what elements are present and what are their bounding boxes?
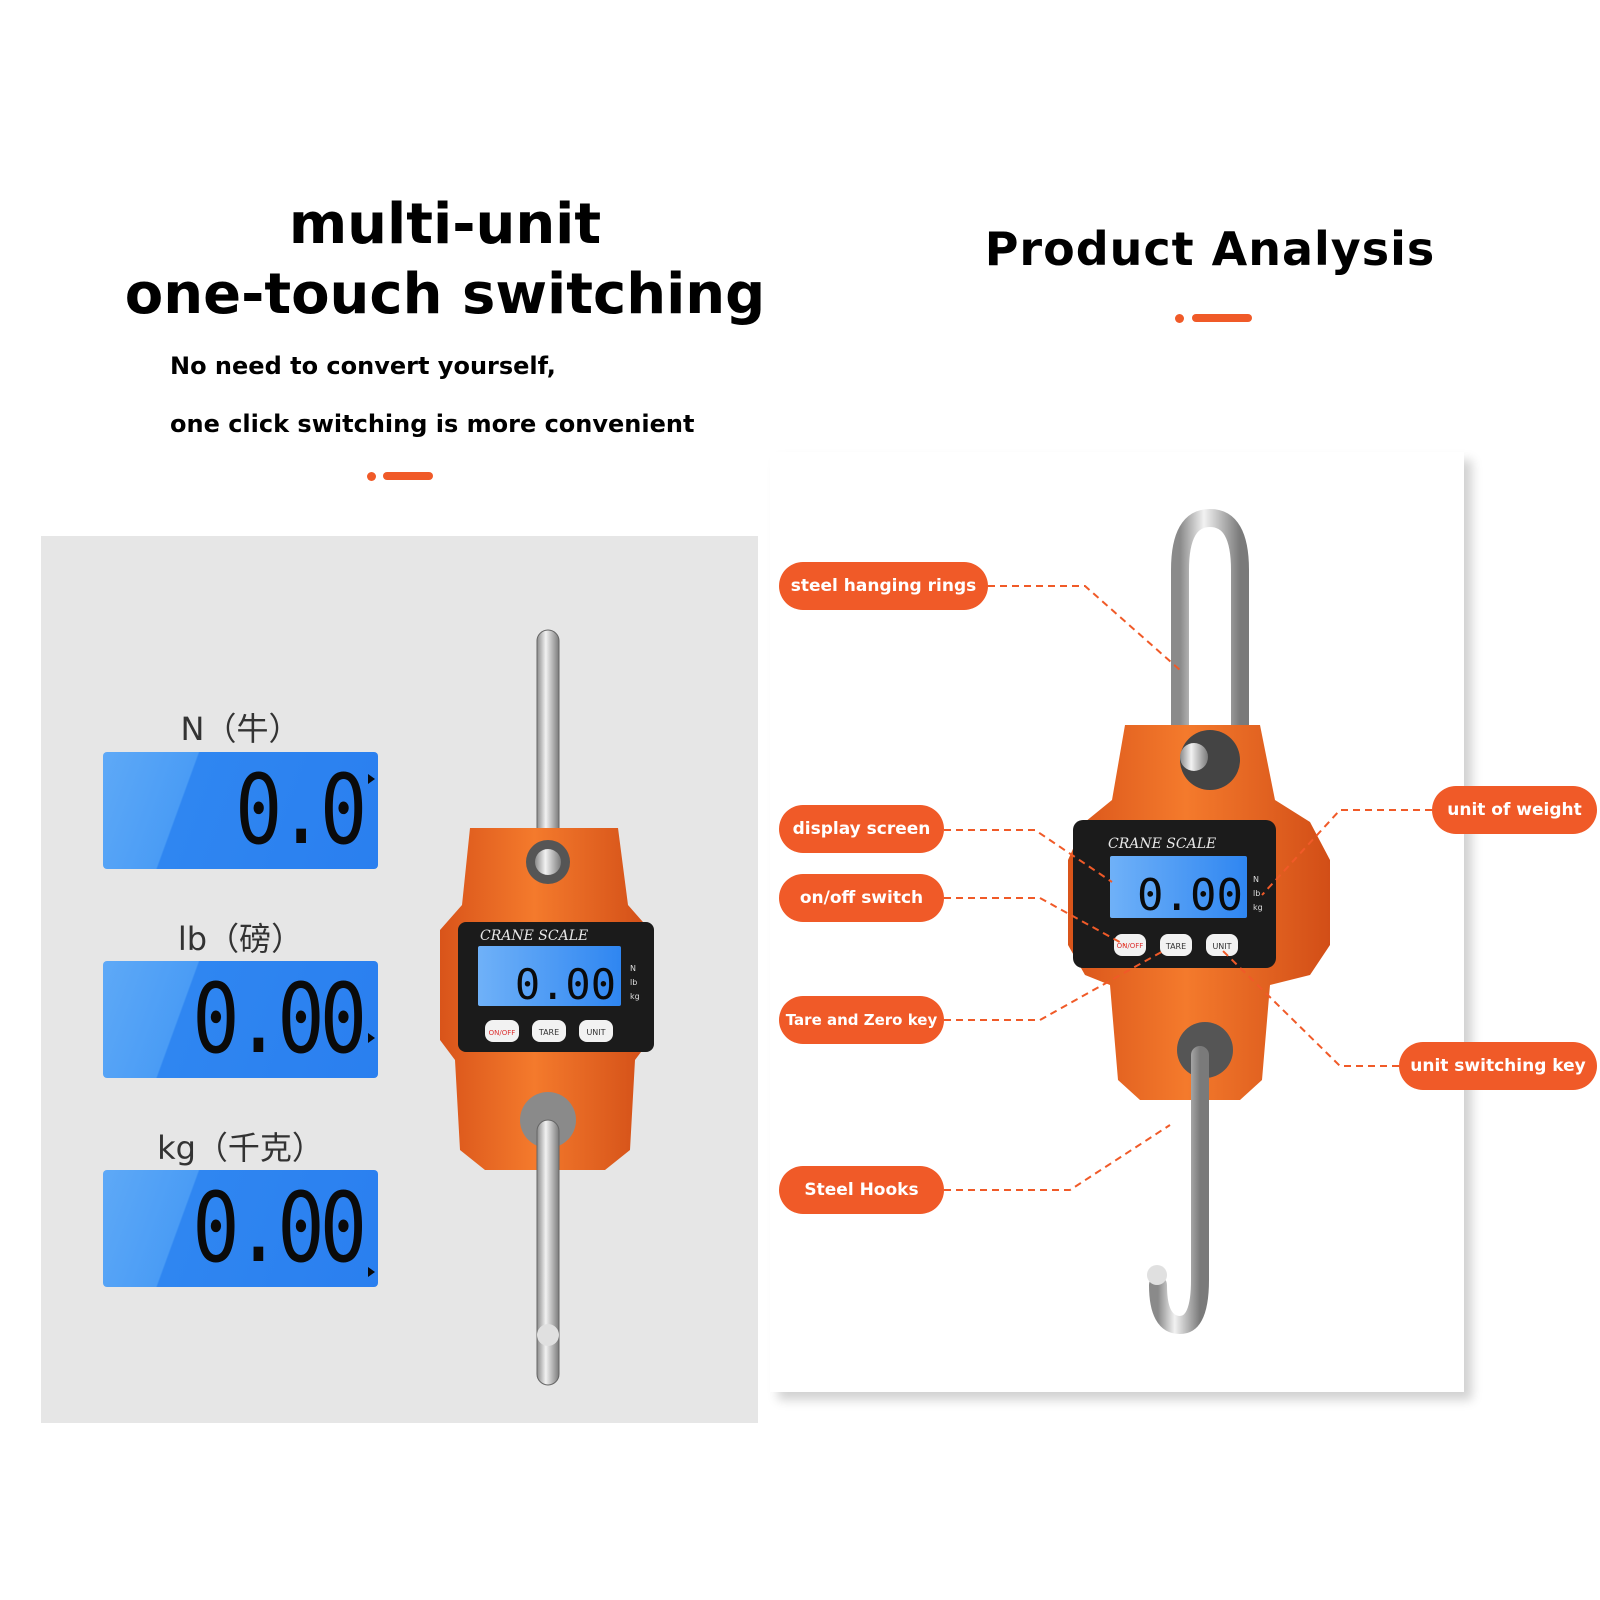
lcd-reading-kg: 0.00 xyxy=(192,1172,367,1284)
unit-button xyxy=(1206,934,1238,956)
scale-lcd xyxy=(478,946,621,1006)
scale-brand: CRANE SCALE xyxy=(480,928,588,944)
lcd-reading-lb: 0.00 xyxy=(192,963,367,1075)
lcd-display-lb: 0.00 xyxy=(103,961,378,1078)
scale-reading: 0.00 xyxy=(515,960,616,1009)
product-analysis-heading: Product Analysis xyxy=(984,222,1436,276)
left-headline: multi-unit one-touch switching xyxy=(120,190,770,330)
steel-hanging-ring xyxy=(1171,508,1249,769)
onoff-button xyxy=(485,1020,519,1042)
lcd-reading-n: 0.0 xyxy=(234,754,367,866)
headline-line-2: one-touch switching xyxy=(124,262,766,327)
steel-hook xyxy=(1149,1046,1209,1335)
tare-button xyxy=(532,1020,566,1042)
callout-steel-hooks: Steel Hooks xyxy=(779,1166,944,1214)
tare-label: TARE xyxy=(1165,942,1186,951)
unit-button xyxy=(579,1020,613,1042)
unit-indicator-arrow xyxy=(368,774,375,784)
onoff-button xyxy=(1114,934,1146,956)
unit-label: UNIT xyxy=(1212,942,1231,951)
headline-line-1: multi-unit xyxy=(288,192,602,257)
steel-hook xyxy=(536,1119,560,1386)
lcd-display-kg: 0.00 xyxy=(103,1170,378,1287)
accent-bar-left xyxy=(383,472,433,480)
subline-1: No need to convert yourself, xyxy=(170,352,556,380)
callout-unit-switching-key: unit switching key xyxy=(1399,1042,1597,1090)
unit-label-n: N（牛） xyxy=(180,710,301,748)
callout-on-off-switch: on/off switch xyxy=(779,874,944,922)
callout-steel-hanging-rings: steel hanging rings xyxy=(779,562,988,610)
scale-reading: 0.00 xyxy=(1137,870,1243,921)
scale-brand: CRANE SCALE xyxy=(1108,836,1216,852)
callout-display-screen: display screen xyxy=(779,805,944,853)
tare-label: TARE xyxy=(538,1028,559,1037)
scale-lcd xyxy=(1110,856,1247,918)
scale-unit-kg: kg xyxy=(1253,903,1263,912)
callout-unit-of-weight: unit of weight xyxy=(1432,786,1597,834)
onoff-label: ON/OFF xyxy=(489,1029,516,1037)
accent-dot-right xyxy=(1175,314,1184,323)
callout-tare-zero-key: Tare and Zero key xyxy=(779,996,944,1044)
scale-unit-lb: lb xyxy=(630,978,637,987)
scale-unit-n: N xyxy=(630,964,636,973)
scale-unit-lb: lb xyxy=(1253,889,1260,898)
scale-unit-n: N xyxy=(1253,875,1259,884)
lcd-display-n: 0.0 xyxy=(103,752,378,869)
unit-indicator-arrow xyxy=(368,1033,375,1043)
onoff-label: ON/OFF xyxy=(1117,942,1144,950)
subline-2: one click switching is more convenient xyxy=(170,410,695,438)
unit-label: UNIT xyxy=(586,1028,605,1037)
unit-label-lb: lb（磅） xyxy=(177,920,304,958)
accent-dot-left xyxy=(367,472,376,481)
callout-leaders xyxy=(944,585,1432,1191)
tare-button xyxy=(1160,934,1192,956)
unit-indicator-arrow xyxy=(368,1267,375,1277)
unit-label-kg: kg（千克） xyxy=(157,1129,324,1167)
scale-unit-kg: kg xyxy=(630,992,640,1001)
accent-bar-right xyxy=(1192,314,1252,322)
